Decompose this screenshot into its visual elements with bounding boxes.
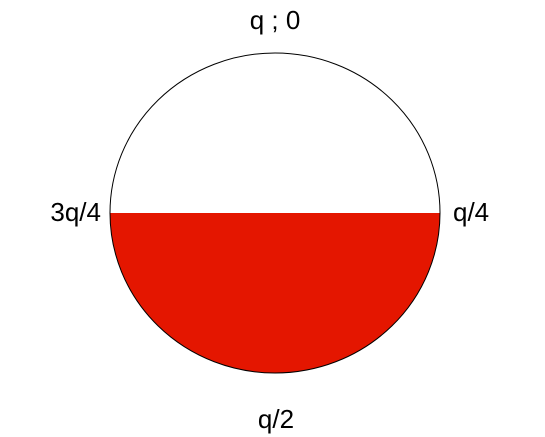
circle-outline bbox=[109, 52, 441, 374]
label-right: q/4 bbox=[453, 197, 489, 227]
label-left: 3q/4 bbox=[50, 197, 101, 227]
label-top: q ; 0 bbox=[250, 5, 301, 35]
filled-half bbox=[110, 213, 440, 373]
empty-half bbox=[110, 53, 440, 213]
label-bottom: q/2 bbox=[258, 404, 294, 434]
